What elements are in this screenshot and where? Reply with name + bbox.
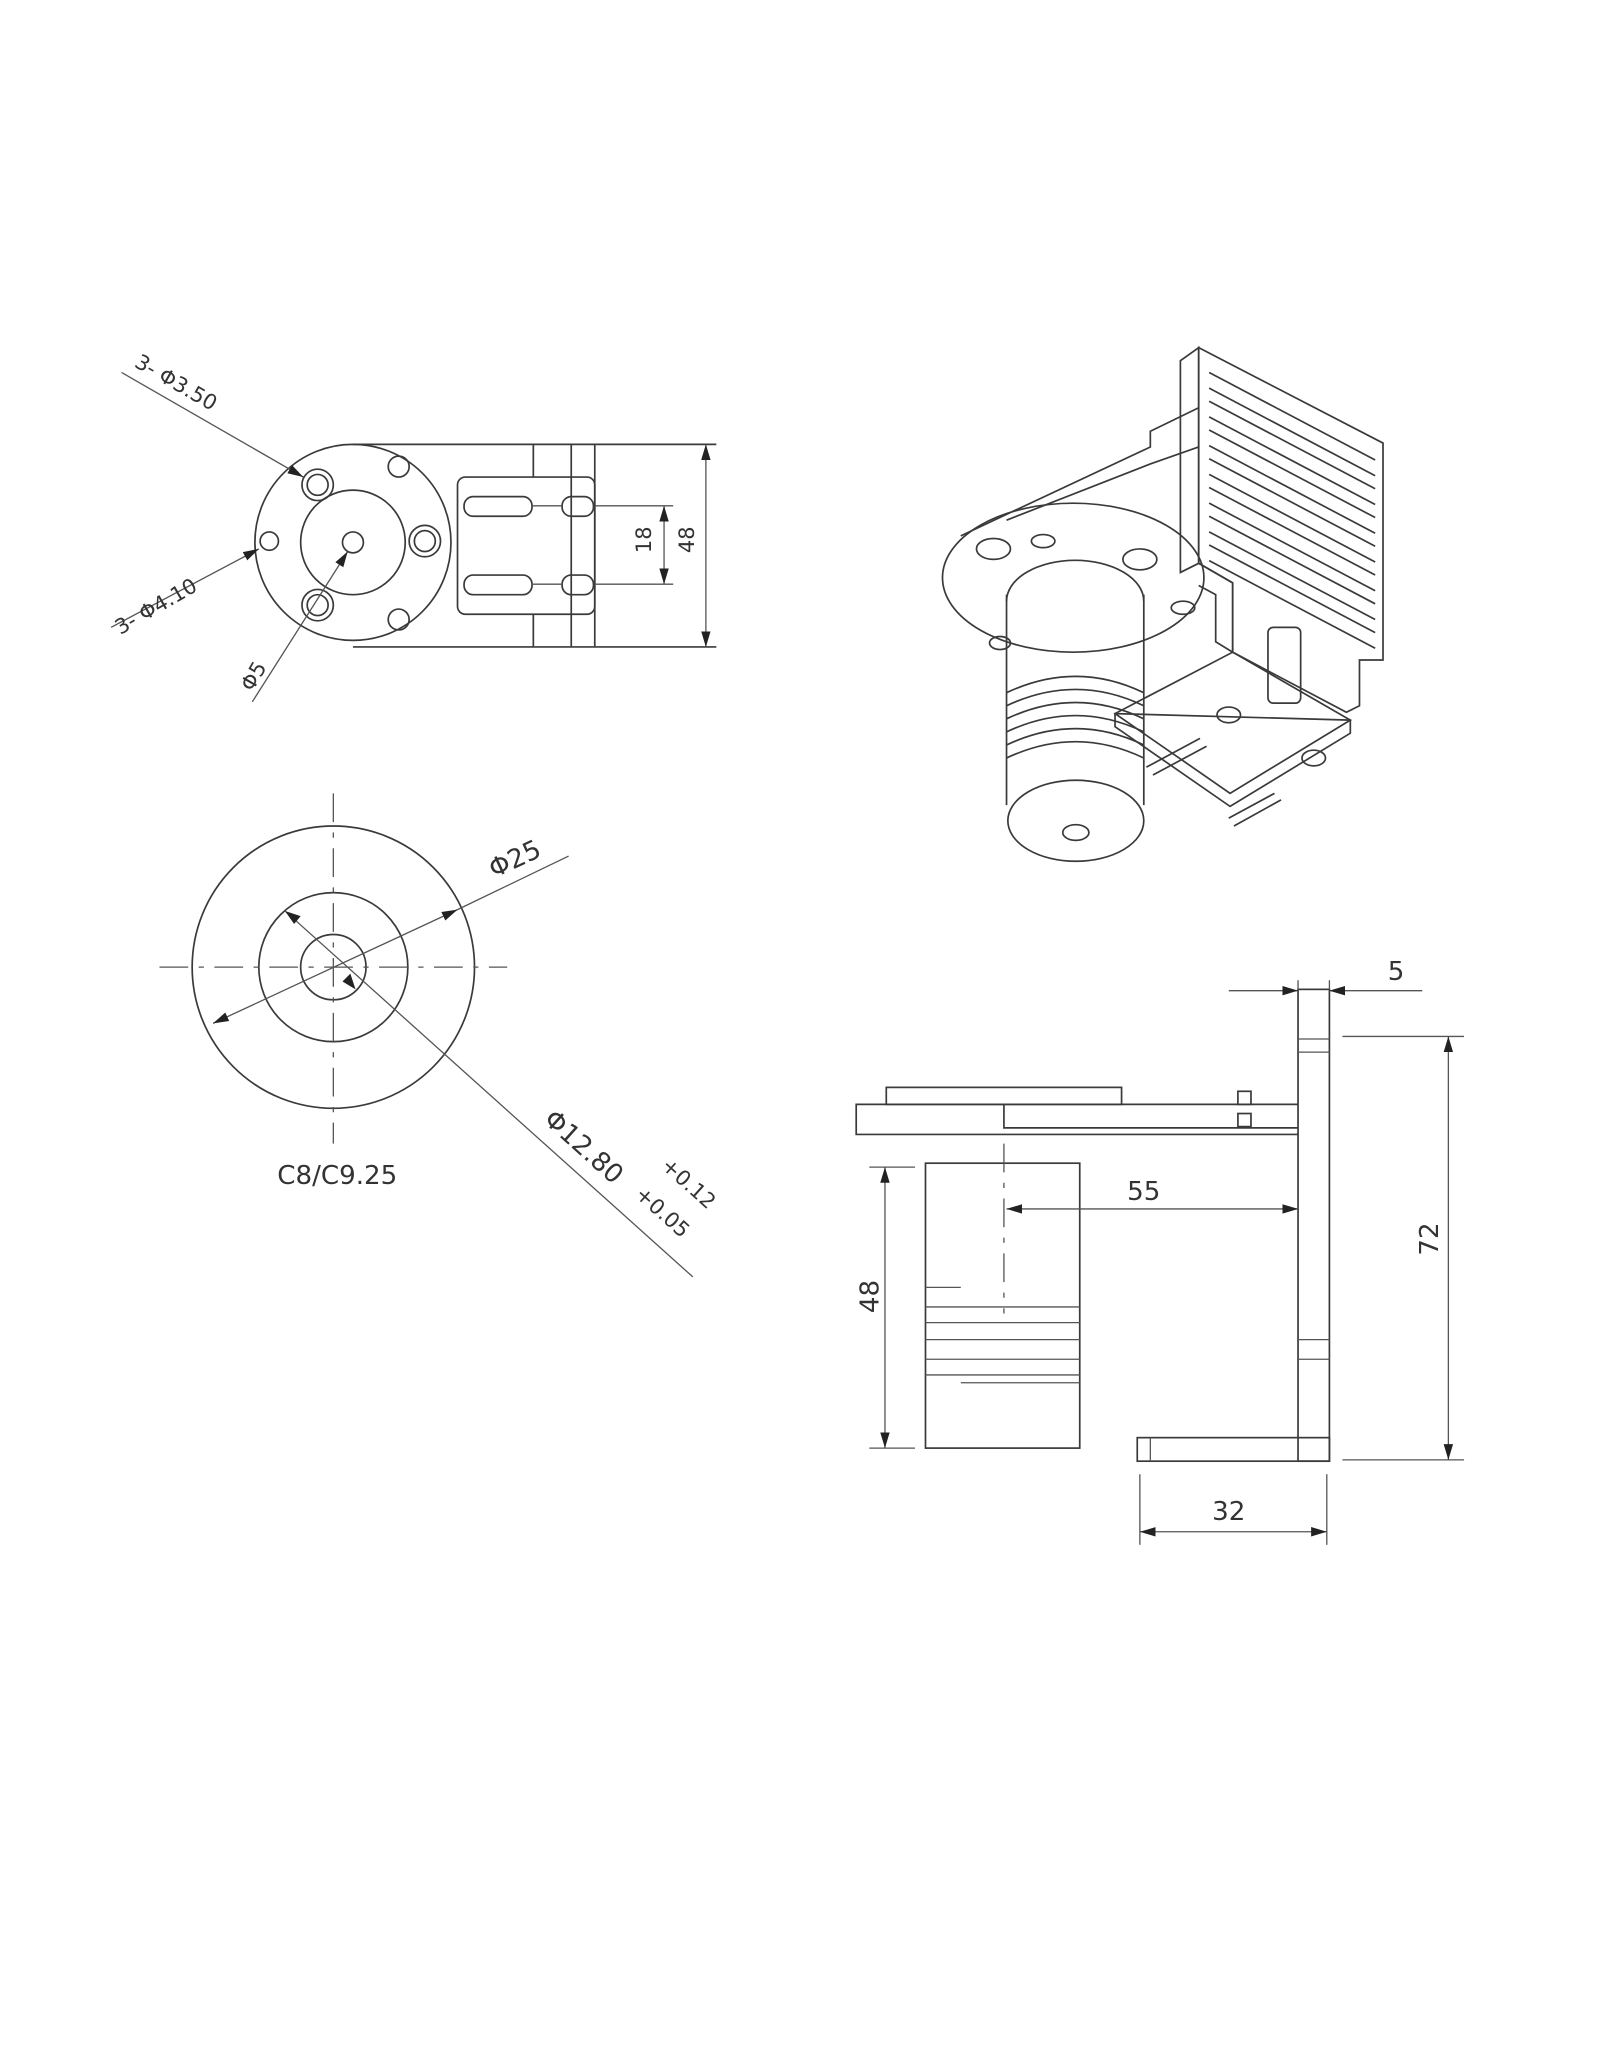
- flange-top: [885, 1086, 1123, 1106]
- coupling-spec: C8/C9.25: [277, 1161, 397, 1191]
- slot: [463, 495, 533, 518]
- dim-48-label: 48: [675, 526, 699, 553]
- slot: [463, 574, 533, 596]
- iso-plate-slots: [1208, 371, 1376, 650]
- dim-72-label: 72: [1415, 1222, 1445, 1255]
- flange-hub: [299, 489, 407, 596]
- dim-55-label: 55: [1127, 1177, 1160, 1207]
- dim-5-label: 5: [1388, 957, 1405, 987]
- flange-outline: [254, 443, 452, 642]
- dim-48-label: 48: [855, 1280, 885, 1313]
- vertical-plate: [1297, 988, 1331, 1463]
- leader-small-holes: [121, 371, 304, 478]
- label-center-hole: Φ5: [236, 657, 272, 695]
- dim-bore-label: Φ12.80: [538, 1104, 629, 1190]
- isometric-view: [941, 345, 1384, 863]
- side-view: 48 55 72 5 32: [855, 957, 1465, 1545]
- dim-32-label: 32: [1212, 1497, 1245, 1527]
- bracket-plate: [456, 476, 596, 616]
- label-large-holes: 3- Φ4.10: [111, 573, 201, 639]
- dim-outer-label: Φ25: [484, 835, 545, 885]
- iso-flange: [941, 502, 1205, 654]
- coupling-side: [924, 1162, 1081, 1449]
- coupling-view: Φ25 Φ12.80 +0.12 +0.05 C8/C9.25: [159, 793, 720, 1278]
- leader-center-hole: [251, 551, 349, 703]
- dim-18-label: 18: [632, 526, 656, 553]
- iso-vertical-plate: [1179, 345, 1200, 574]
- mounting-holes: [259, 455, 442, 631]
- center-hole: [341, 531, 365, 554]
- leader-large-holes: [110, 548, 260, 628]
- front-view: 18 48 3- Φ3.50 3- Φ4.10 Φ5: [110, 349, 717, 703]
- base-plate: [1136, 1436, 1331, 1463]
- label-small-holes: 3- Φ3.50: [131, 349, 221, 415]
- dim-bore-leader: [284, 910, 694, 1278]
